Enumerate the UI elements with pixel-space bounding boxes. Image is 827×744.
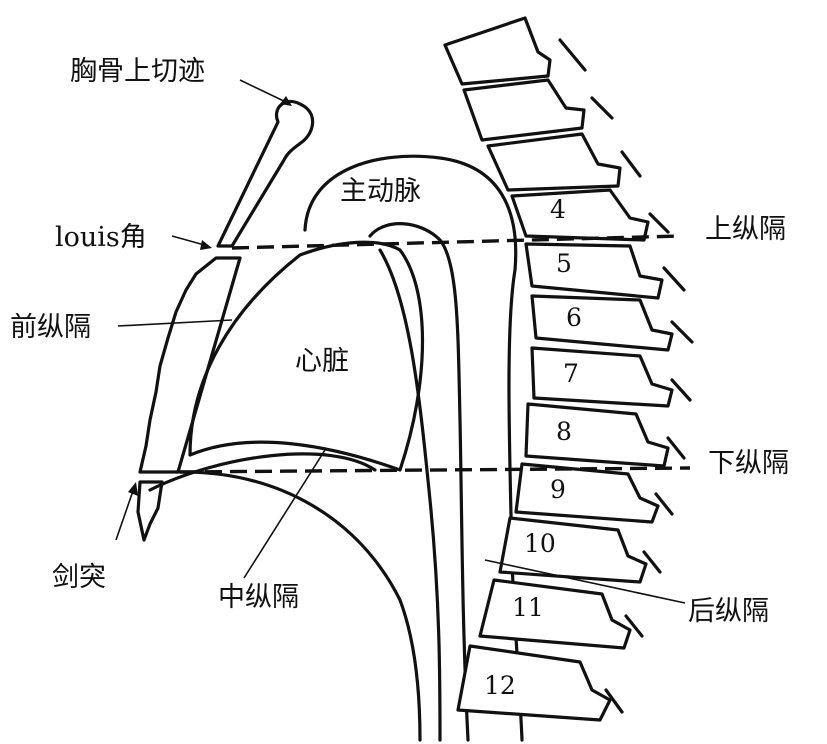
leader-posterior [484, 559, 686, 604]
vertebra-number-9: 9 [550, 475, 566, 504]
vertebral-column [443, 16, 694, 722]
pericardium-lower-curve [174, 470, 422, 742]
vertebra-3 [486, 132, 622, 192]
sternum-manubrium [216, 99, 315, 248]
arrow-louis-icon [200, 240, 212, 250]
vertebra-12 [456, 644, 612, 722]
arrow-xiphoid-icon [128, 482, 138, 496]
vertebra-number-4: 4 [550, 195, 566, 224]
vertebra-number-6: 6 [566, 303, 582, 332]
vertebra-8 [524, 402, 670, 468]
spinous-processes [558, 38, 694, 714]
leader-suprasternal [239, 79, 291, 105]
leader-middle [243, 449, 326, 579]
diaphragm-curve [148, 452, 377, 492]
vertebra-number-8: 8 [556, 417, 572, 446]
label-heart: 心脏 [295, 346, 349, 377]
label-xiphoid: 剑突 [52, 562, 106, 593]
label-suprasternal-notch: 胸骨上切迹 [70, 56, 205, 87]
label-louis-angle: louis角 [55, 222, 147, 253]
vertebra-number-7: 7 [563, 359, 579, 388]
heart-outline [188, 240, 425, 472]
vertebra-5 [524, 242, 664, 300]
esophagus-curve [378, 248, 442, 742]
leader-anterior [117, 319, 233, 327]
vertebra-2 [462, 78, 586, 142]
vertebra-4 [510, 188, 650, 242]
aorta-inner [368, 222, 470, 742]
label-inferior-mediastinum: 下纵隔 [708, 448, 789, 479]
vertebra-9 [514, 462, 660, 524]
leader-xiphoid [115, 487, 135, 541]
vertebra-6 [530, 294, 674, 352]
label-anterior-mediastinum: 前纵隔 [10, 312, 91, 343]
lower-plane-line [179, 466, 691, 474]
xiphoid-process [136, 480, 164, 542]
vertebra-1 [443, 16, 552, 86]
label-middle-mediastinum: 中纵隔 [218, 582, 299, 613]
vertebra-number-5: 5 [556, 249, 572, 278]
vertebra-number-10: 10 [524, 529, 556, 558]
label-posterior-mediastinum: 后纵隔 [688, 596, 769, 627]
label-superior-mediastinum: 上纵隔 [705, 214, 786, 245]
vertebra-11 [478, 578, 632, 650]
vertebra-7 [530, 346, 674, 408]
label-aorta: 主动脉 [340, 176, 421, 207]
vertebra-10 [498, 516, 648, 584]
arrow-suprasternal-icon [280, 96, 292, 106]
vertebra-number-12: 12 [484, 671, 516, 700]
vertebra-number-11: 11 [512, 593, 544, 622]
